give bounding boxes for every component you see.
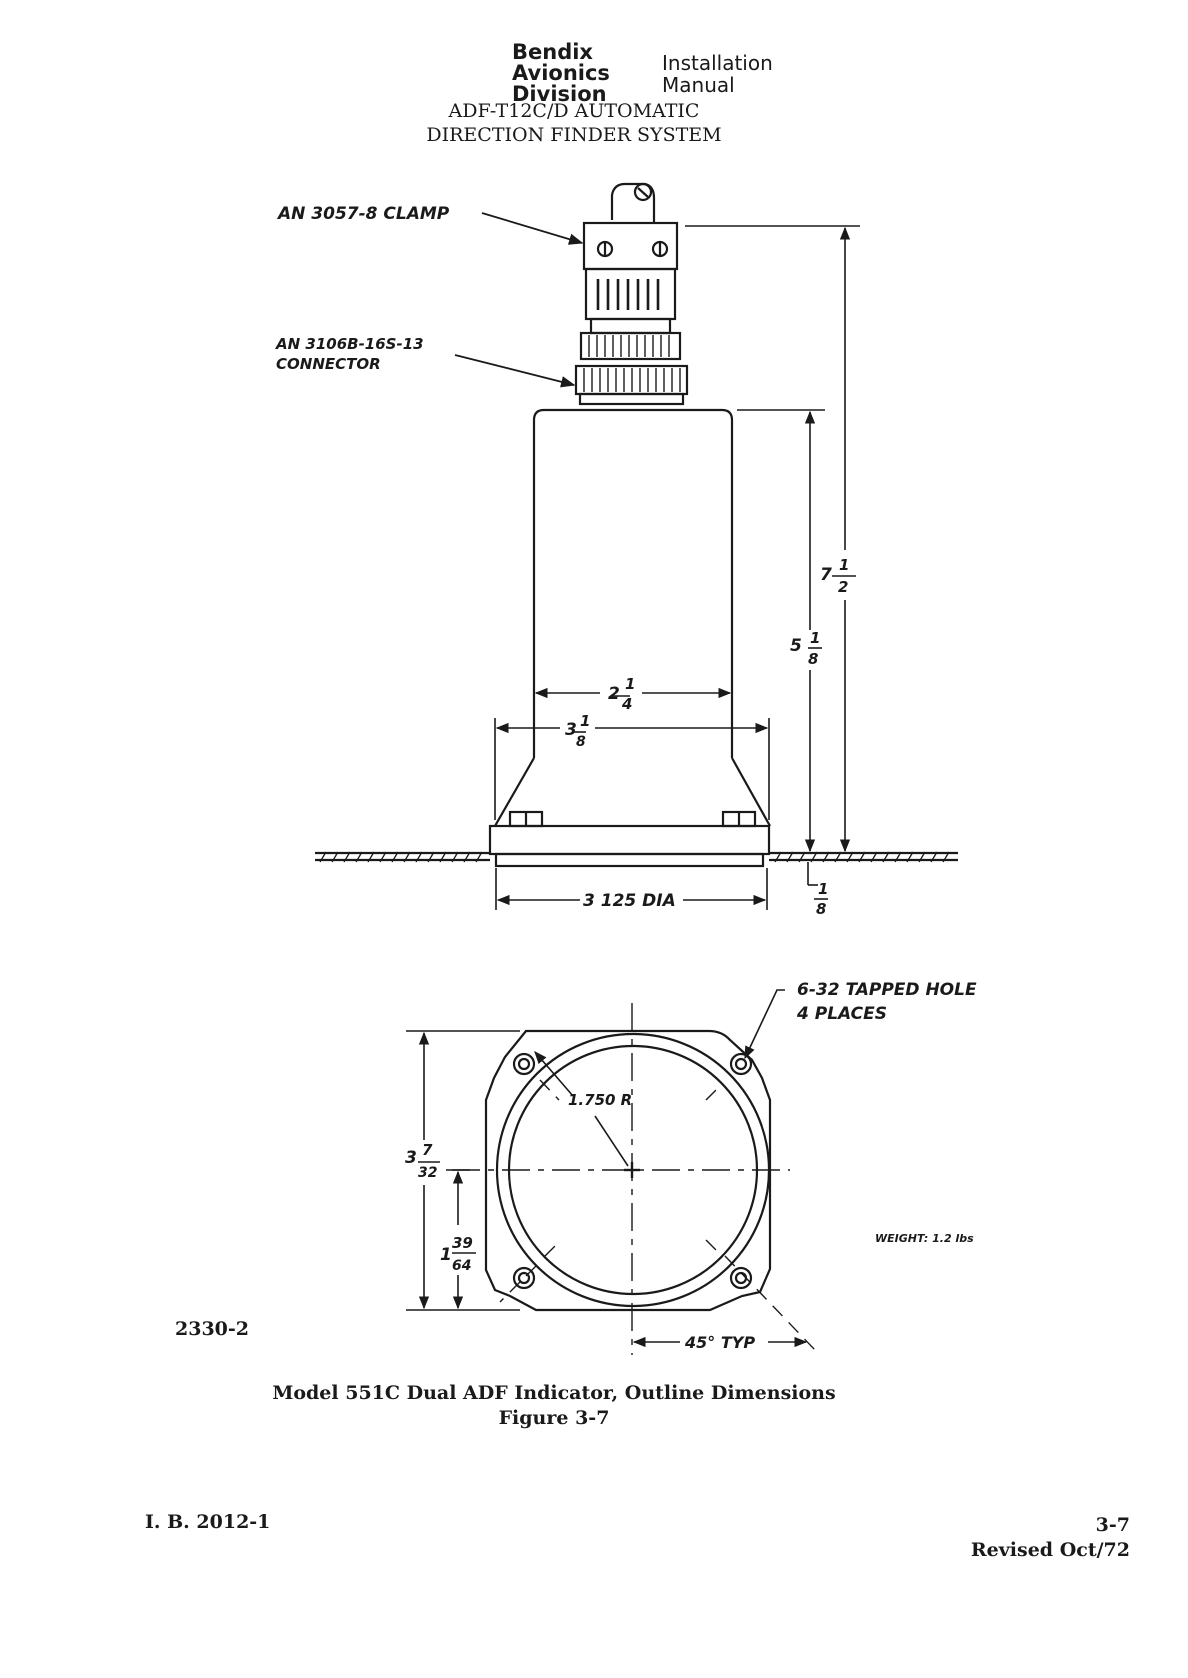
dimension-base-diameter [495,868,768,910]
body-width-num: 1 [625,675,635,693]
connector-label-line-1: AN 3106B-16S-13 [275,335,424,353]
tapped-hole-line-1: 6-32 TAPPED HOLE [797,980,977,1000]
connector-ring-1 [579,331,682,361]
tapped-hole-line-2: 4 PLACES [796,1004,887,1024]
overall-height-den: 32 [418,1165,437,1181]
clamp-loop [610,182,656,222]
body-height-den: 8 [808,650,818,668]
footer-page-info: 3-7 Revised Oct/72 [971,1513,1130,1563]
dimension-overall-height [406,1030,520,1311]
half-height-whole: 1 [440,1245,452,1265]
total-height-num: 1 [839,556,849,574]
centerlines [452,1003,790,1355]
bezel-outline [484,1029,772,1312]
revision-date: Revised Oct/72 [970,1539,1130,1561]
half-height-den: 64 [452,1258,471,1274]
manual-line-2: Manual [662,73,735,97]
document-title: ADF-T12C/D AUTOMATIC DIRECTION FINDER SY… [0,99,1188,147]
company-name: Bendix Avionics Division [512,42,610,105]
flange-width-den: 8 [576,734,586,750]
clamp-screw [633,182,653,202]
body-height-whole: 5 [790,636,802,656]
figure-caption: Model 551C Dual ADF Indicator, Outline D… [0,1381,1188,1431]
weight-label: WEIGHT: 1.2 lbs [875,1232,974,1245]
half-height-num: 39 [452,1234,473,1252]
dimension-body-width [534,687,732,699]
overall-height-num: 7 [422,1141,433,1159]
company-line-2: Avionics [512,61,610,85]
total-height-whole: 7 [820,565,832,585]
company-line-1: Bendix [512,40,593,64]
dimension-total-height [685,225,860,853]
mounting-panel [315,851,958,863]
panel-thickness-den: 8 [816,900,826,918]
flange-width-whole: 3 [565,720,577,740]
dimension-panel-thickness [807,862,828,900]
footer-document-id: I. B. 2012-1 [145,1511,271,1533]
caption-title: Model 551C Dual ADF Indicator, Outline D… [272,1382,836,1404]
connector-body [584,267,677,321]
total-height-den: 2 [838,578,848,596]
manual-line-1: Installation [662,51,773,75]
radius-label: 1.750 R [568,1091,632,1109]
clamp-leader [481,212,584,245]
title-line-1: ADF-T12C/D AUTOMATIC [448,100,700,122]
connector-label-line-2: CONNECTOR [276,355,381,373]
title-line-2: DIRECTION FINDER SYSTEM [426,124,722,146]
body-height-num: 1 [810,629,820,647]
caption-figure: Figure 3-7 [498,1407,610,1429]
flange-width-num: 1 [580,712,590,730]
angle-label: 45° TYP [684,1333,755,1352]
indicator-body [532,408,734,758]
dimension-flange-width [494,718,770,820]
company-line-3: Division [512,82,607,106]
mounting-holes [512,1052,753,1290]
side-view [315,182,958,910]
mounting-flange [488,824,771,856]
connector-leader [454,354,576,388]
panel-thickness-num: 1 [818,880,828,898]
clamp-label: AN 3057-8 CLAMP [276,204,450,224]
manual-type: Installation Manual [662,52,773,96]
drawing-number: 2330-2 [175,1318,249,1340]
body-width-whole: 2 [608,684,620,704]
dimension-body-height [737,409,825,853]
body-width-den: 4 [621,695,632,713]
front-view [406,989,816,1355]
flange-taper [494,757,771,827]
base-diameter-label: 3 125 DIA [583,891,676,911]
overall-height-whole: 3 [405,1148,417,1168]
page-number: 3-7 [1095,1514,1130,1536]
dimension-half-height [446,1169,476,1310]
